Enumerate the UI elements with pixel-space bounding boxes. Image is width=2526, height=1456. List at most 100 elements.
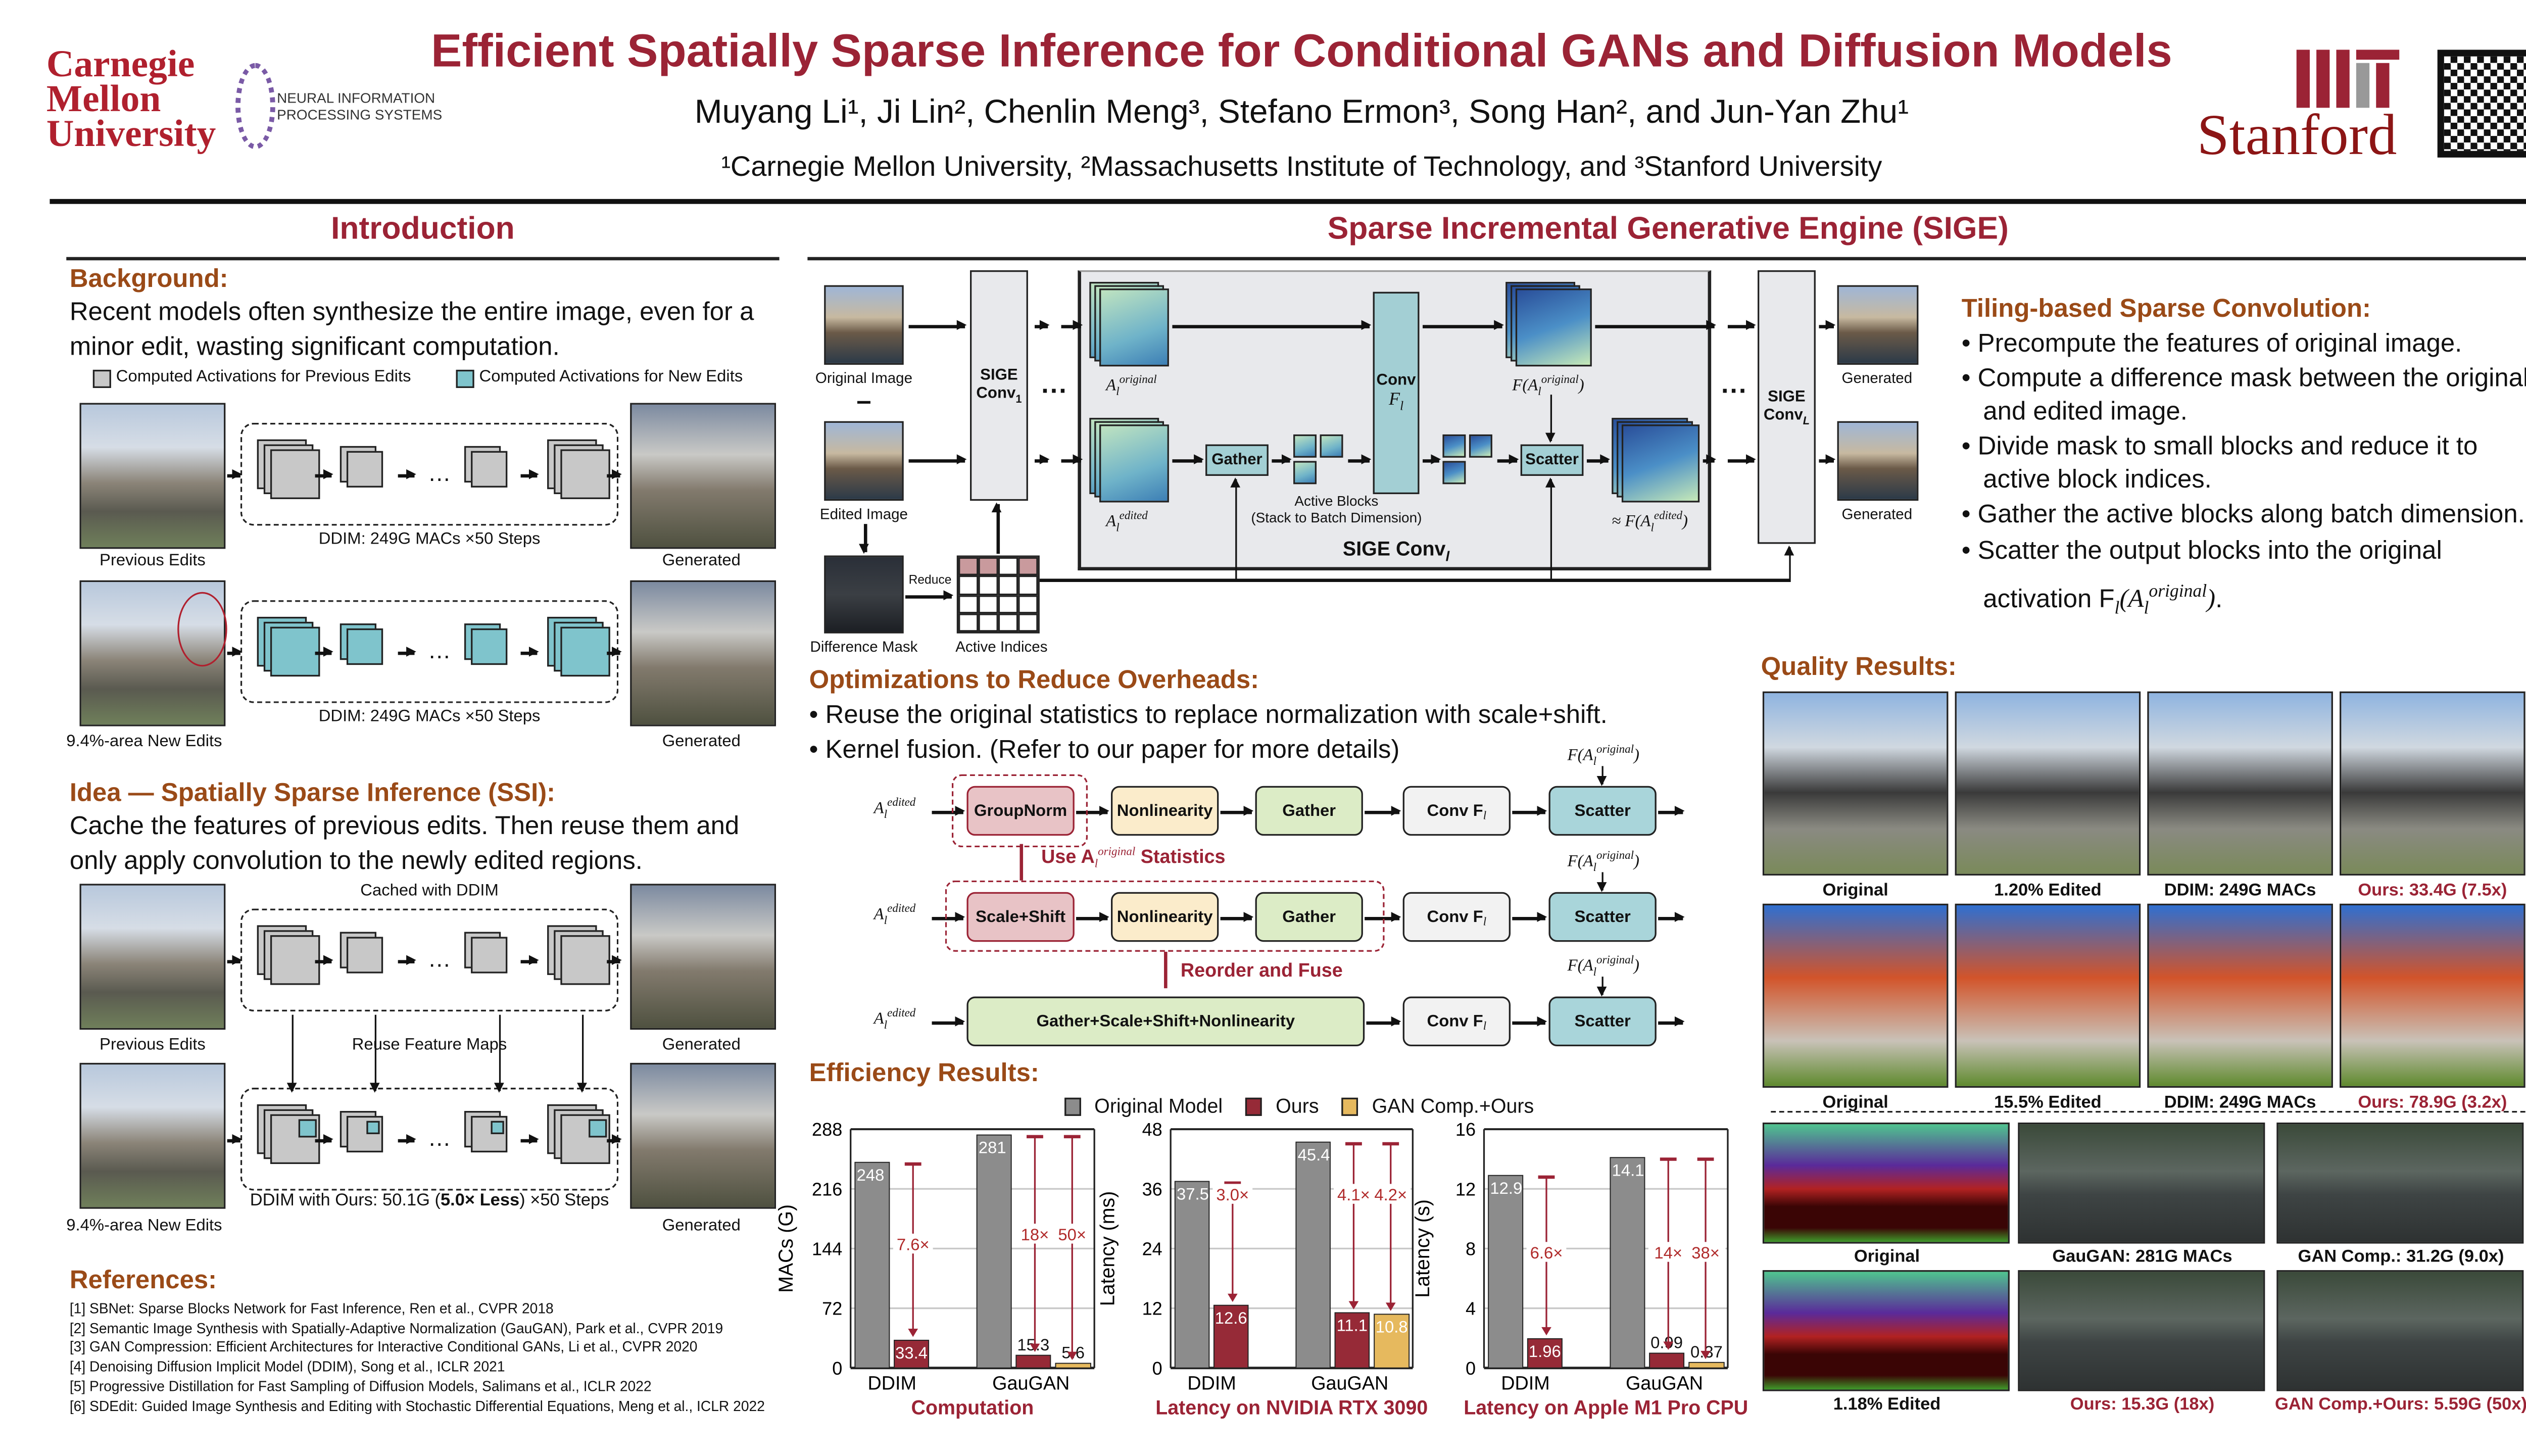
arrow xyxy=(607,648,622,656)
reference-item: [5] Progressive Distillation for Fast Sa… xyxy=(69,1377,652,1394)
y-tick-label: 8 xyxy=(1466,1239,1476,1259)
speedup-label-bg xyxy=(1526,1242,1567,1262)
arrow xyxy=(1596,977,1607,997)
arrow xyxy=(908,321,967,329)
arrow xyxy=(1658,913,1685,921)
data-label: 45.4 xyxy=(1298,1145,1330,1164)
section-title-sige: Sparse Incremental Generative Engine (SI… xyxy=(1327,212,2009,248)
y-tick-label: 216 xyxy=(812,1179,842,1199)
f-symbol: F(A xyxy=(1567,853,1593,871)
conv-label: Conv F xyxy=(1427,801,1483,820)
activation-layer xyxy=(346,1115,383,1153)
ellipsis: … xyxy=(427,459,451,486)
speedup-arrowhead xyxy=(908,1328,918,1337)
speedup-label: 6.6× xyxy=(1530,1243,1563,1262)
quality-image xyxy=(2018,1270,2265,1391)
arrow xyxy=(932,913,965,921)
arrow xyxy=(1596,766,1607,786)
ellipsis: ··· xyxy=(1721,378,1748,407)
arrow xyxy=(1819,321,1836,329)
output-blocks-icon xyxy=(1442,434,1502,484)
bar-original-model xyxy=(1610,1157,1645,1369)
generated-label: Generated xyxy=(662,1036,741,1055)
a-edited-label: Aledited xyxy=(873,902,916,928)
arrow xyxy=(1545,477,1556,579)
arrow xyxy=(398,1135,416,1143)
legend-prev-label: Computed Activations for Previous Edits xyxy=(116,368,411,386)
bar-ours xyxy=(1527,1338,1563,1369)
arrow xyxy=(315,956,333,964)
legend-swatch-gan-comp xyxy=(1342,1097,1359,1115)
quality-caption: Ours: 33.4G (7.5x) xyxy=(2358,880,2507,901)
speedup-label-bg xyxy=(1212,1184,1253,1204)
y-tick-label: 36 xyxy=(1142,1179,1162,1199)
bar-ours xyxy=(1015,1354,1051,1369)
tiling-heading: Tiling-based Sparse Convolution: xyxy=(1961,295,2371,324)
reference-item: [2] Semantic Image Synthesis with Spatia… xyxy=(69,1319,723,1336)
activation-layer xyxy=(560,935,610,985)
legend-swatch-ours xyxy=(1246,1097,1262,1115)
arrow xyxy=(1348,455,1372,463)
arrow xyxy=(1220,913,1254,921)
data-label: 33.4 xyxy=(895,1343,928,1362)
y-tick-label: 12 xyxy=(1142,1298,1162,1319)
speedup-label: 50× xyxy=(1058,1225,1086,1244)
quality-caption: GAN Comp.+Ours: 5.59G (50x) xyxy=(2275,1394,2526,1415)
x-tick-label: DDIM xyxy=(1501,1372,1549,1393)
arrow xyxy=(520,1135,539,1143)
new-edits-label: 9.4%-area New Edits xyxy=(66,1217,222,1236)
arrow xyxy=(1658,807,1685,815)
quality-image xyxy=(2147,691,2333,876)
arrow xyxy=(1423,321,1504,329)
arrow xyxy=(607,470,622,478)
activation-layer xyxy=(346,451,383,488)
arrow xyxy=(1164,951,1168,989)
speedup-label-bg xyxy=(1648,1242,1688,1262)
arrow xyxy=(1220,807,1254,815)
activation-layer xyxy=(471,451,508,488)
y-tick-label: 24 xyxy=(1142,1239,1162,1259)
y-axis-label: Latency (ms) xyxy=(1097,1191,1119,1306)
x-tick-label: DDIM xyxy=(868,1372,916,1393)
arrow xyxy=(227,470,242,478)
quality-image xyxy=(1762,903,1949,1088)
f-symbol: F(A xyxy=(1567,747,1593,765)
data-label: 12.6 xyxy=(1215,1308,1247,1327)
generated-label: Generated xyxy=(1841,506,1913,522)
quality-image xyxy=(1955,903,2141,1088)
optim-heading: Optimizations to Reduce Overheads: xyxy=(809,666,1259,695)
arrow xyxy=(932,807,965,815)
optim-bullet: • Kernel fusion. (Refer to our paper for… xyxy=(809,736,1400,765)
ours-cost-label: DDIM with Ours: 50.1G (5.0× Less) ×50 St… xyxy=(250,1191,609,1210)
reference-item: [3] GAN Compression: Efficient Architect… xyxy=(69,1338,698,1355)
header-divider xyxy=(50,199,2526,204)
bar-ours xyxy=(1213,1304,1249,1369)
arrow xyxy=(1076,807,1109,815)
arrow xyxy=(520,648,539,656)
optim-bullet: • Reuse the original statistics to repla… xyxy=(809,701,1608,730)
y-axis-label: MACs (G) xyxy=(775,1204,797,1293)
qr-code[interactable] xyxy=(2437,50,2526,158)
activation-layer xyxy=(270,935,320,985)
section-title-introduction: Introduction xyxy=(331,212,515,248)
arrow xyxy=(315,470,333,478)
edited-superscript: edited xyxy=(887,902,916,915)
generated-label: Generated xyxy=(662,1217,741,1236)
x-tick-label: DDIM xyxy=(1187,1372,1236,1393)
arrow xyxy=(1035,455,1050,463)
minus-sign: – xyxy=(856,388,871,416)
arrow xyxy=(1366,1017,1401,1026)
use-original-statistics-label: Use Aloriginal Statistics xyxy=(1041,845,1226,871)
bar-gan-comp-ours xyxy=(1374,1314,1410,1369)
arrow xyxy=(607,956,622,964)
statistics-text: Statistics xyxy=(1140,848,1226,868)
arrow xyxy=(1061,455,1083,463)
edited-input-image xyxy=(79,1062,226,1209)
op-block-scatter: Scatter xyxy=(1548,892,1657,942)
arrow xyxy=(607,1135,622,1143)
arrow xyxy=(1512,1017,1547,1026)
authors: Muyang Li¹, Ji Lin², Chenlin Meng³, Stef… xyxy=(694,94,1909,131)
y-tick-label: 4 xyxy=(1466,1298,1476,1319)
arrow xyxy=(398,470,416,478)
